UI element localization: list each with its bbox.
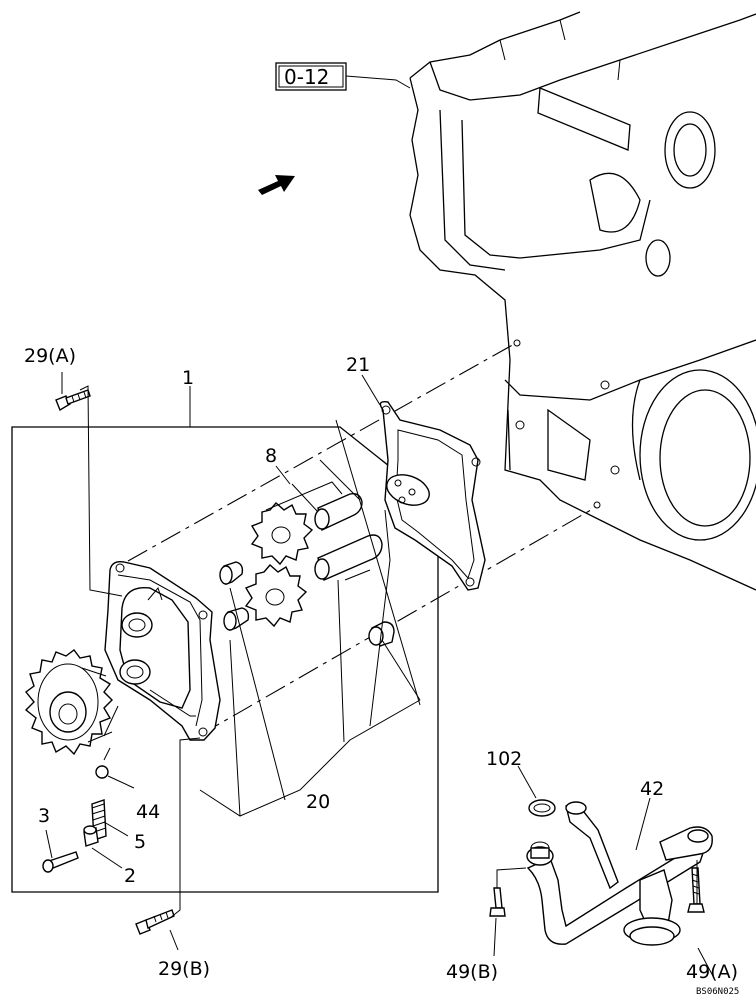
- callout-part-2: 2: [124, 865, 136, 887]
- engine-bolt-hole-lower: [593, 501, 601, 509]
- leader-lines: [45, 372, 715, 979]
- engine-housing: [409, 11, 756, 591]
- pin-small-upper: [219, 561, 244, 585]
- drawing-code: BS06N025: [696, 987, 739, 997]
- bolt-part-49b: [489, 887, 506, 917]
- callout-part-20: 20: [306, 791, 330, 813]
- oil-pump-body: [104, 560, 221, 741]
- engine-bolt-hole-upper: [513, 339, 521, 347]
- callout-part-21: 21: [346, 354, 370, 376]
- pin-upper-right: [314, 492, 363, 532]
- callout-part-29b: 29(B): [158, 958, 210, 980]
- callout-part-49b: 49(B): [446, 961, 498, 983]
- callout-part-42: 42: [640, 778, 664, 800]
- oil-strainer-pipe-part-42: [526, 801, 713, 946]
- centerlines: [127, 342, 597, 736]
- callout-part-3: 3: [38, 805, 50, 827]
- front-direction-arrow-icon: [258, 175, 295, 195]
- valve-plug-part-2: [83, 825, 99, 847]
- rotor-gear-lower: [244, 564, 308, 628]
- gasket-part-21: [379, 400, 486, 591]
- callout-part-102: 102: [486, 748, 522, 770]
- bushing-sleeve: [368, 621, 395, 647]
- reference-box-label: 0-12: [284, 65, 329, 89]
- assembly-box-outline: [11, 426, 439, 893]
- bolt-part-49a: [687, 867, 705, 913]
- callout-part-49a: 49(A): [686, 961, 738, 983]
- callout-part-29a: 29(A): [24, 345, 76, 367]
- callout-part-5: 5: [134, 831, 146, 853]
- valve-ball-part-44: [95, 765, 109, 779]
- drive-gear: [24, 649, 113, 756]
- reference-box-0-12: 0-12: [275, 62, 411, 91]
- callout-part-1: 1: [182, 367, 194, 389]
- callout-part-44: 44: [136, 801, 160, 823]
- o-ring-part-102: [528, 799, 556, 817]
- rotor-gear-upper: [250, 502, 314, 566]
- callout-part-8: 8: [265, 445, 277, 467]
- split-pin-part-3: [42, 851, 79, 873]
- pin-lower-right: [314, 534, 383, 581]
- bolt-part-29a: [55, 389, 91, 412]
- bolt-part-29b: [135, 909, 175, 935]
- callout-labels: 1 2 3 5 8 20 21 29(A) 29(B) 42 44 49(A) …: [24, 345, 738, 983]
